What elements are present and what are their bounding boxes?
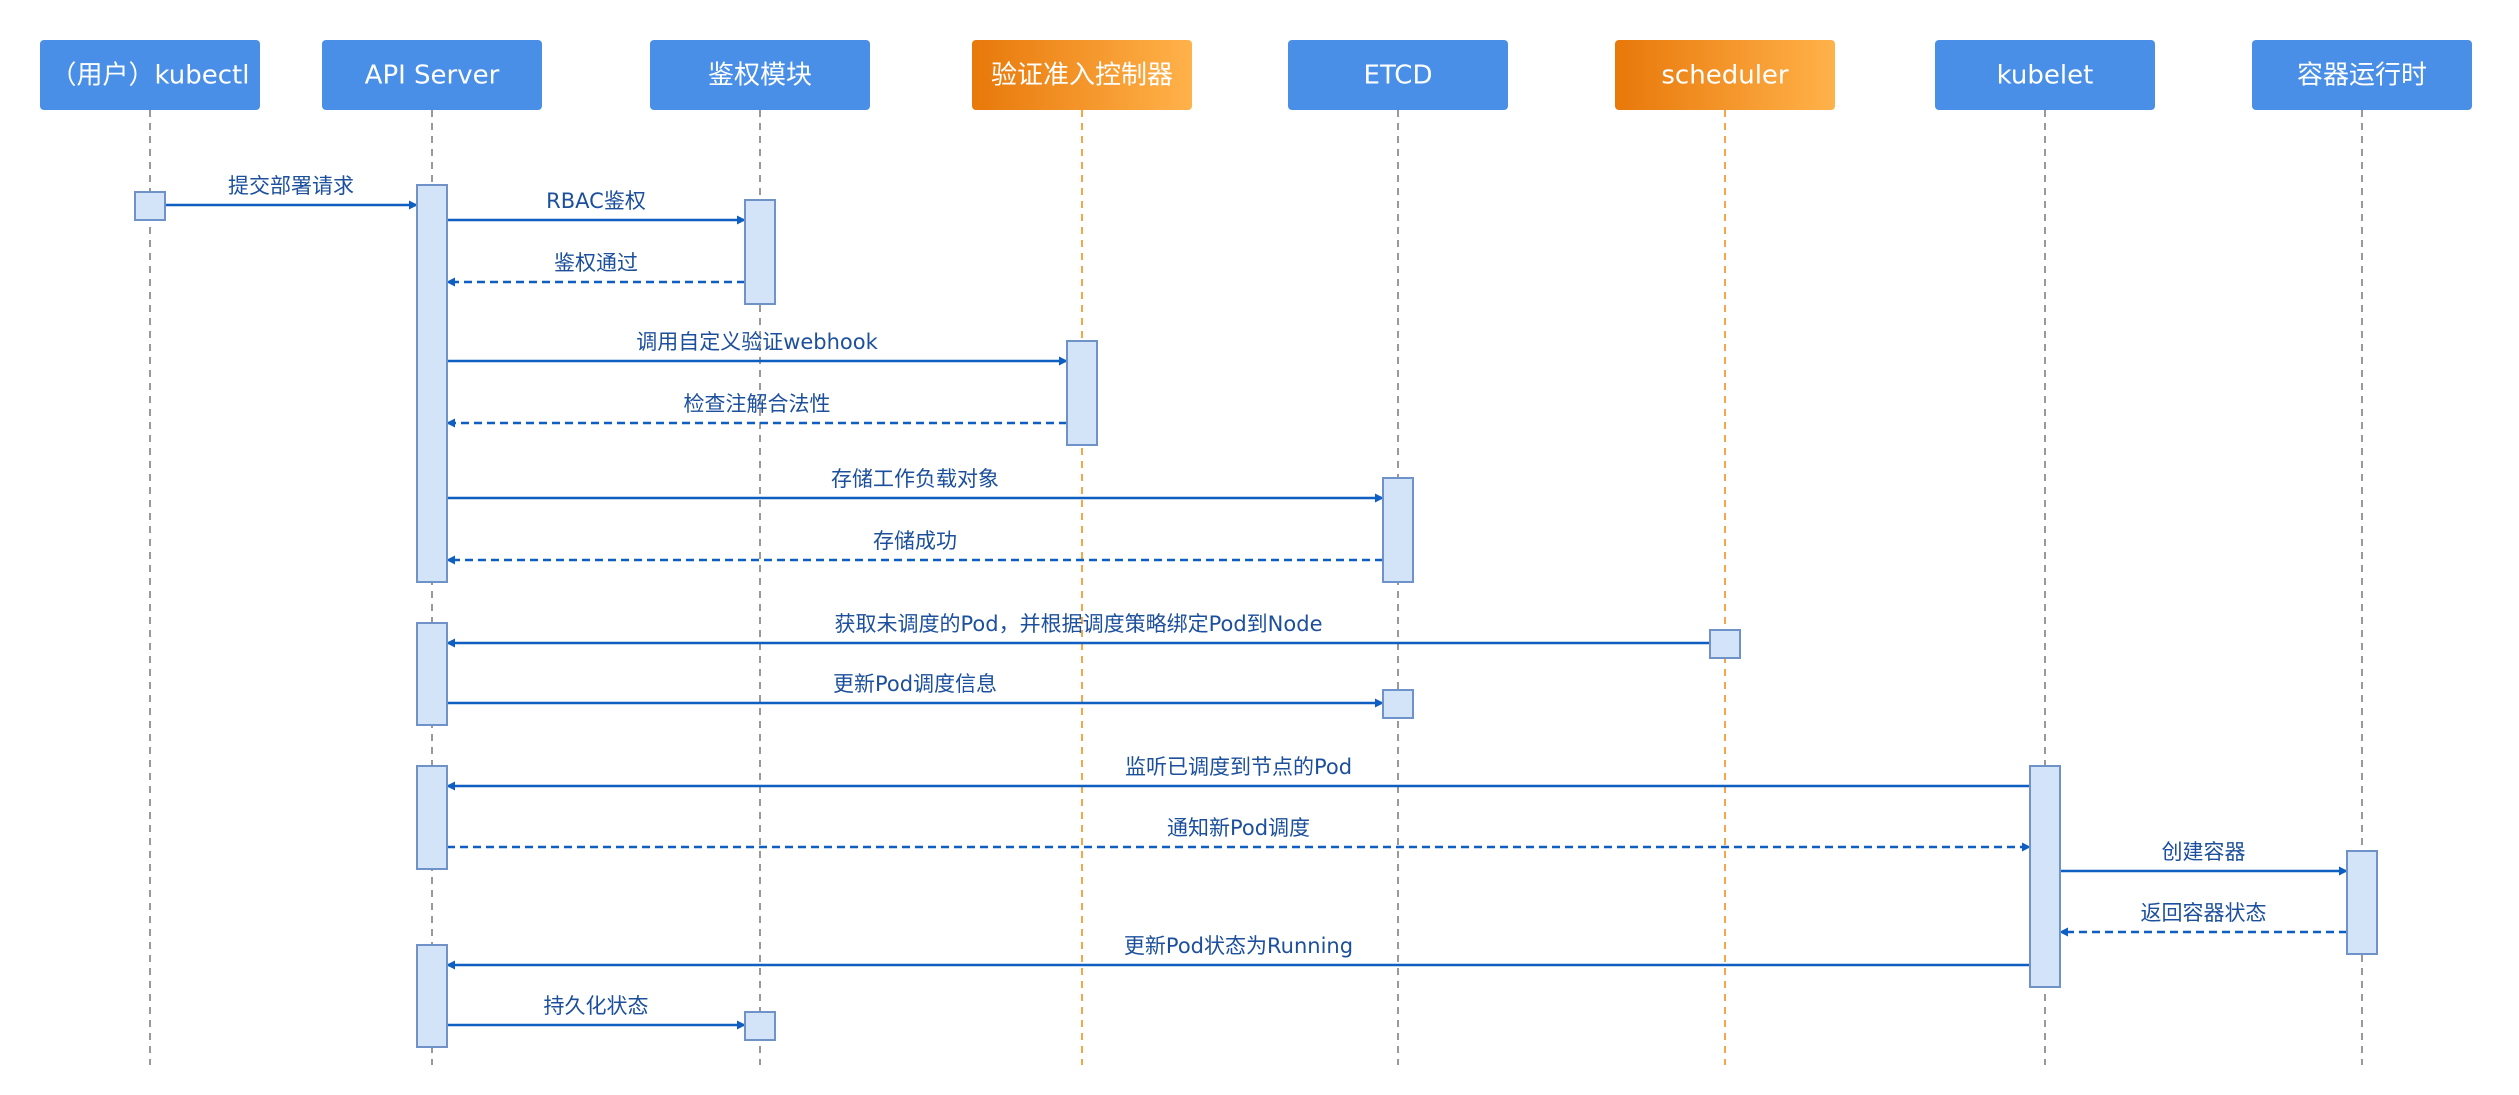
activation-bars <box>134 184 2378 1048</box>
activation-runtime-10 <box>2346 850 2378 955</box>
participant-label-kubelet: kubelet <box>1997 61 2094 91</box>
participant-runtime: 容器运行时 <box>2252 40 2472 110</box>
message-label-m15: 持久化状态 <box>544 994 649 1018</box>
participant-api: API Server <box>322 40 542 110</box>
message-label-m3: 鉴权通过 <box>554 251 638 275</box>
messages <box>165 200 2348 1030</box>
participant-etcd: ETCD <box>1288 40 1508 110</box>
participant-headers: （用户）kubectl API Server 鉴权模块 验证准入控制器 ETCD sche… <box>40 40 2472 110</box>
message-label-m14: 更新Pod状态为Running <box>1124 934 1353 958</box>
participant-box-auth <box>650 40 870 110</box>
activation-api-1 <box>416 184 448 583</box>
participant-scheduler: scheduler <box>1615 40 1835 110</box>
message-label-m4: 调用自定义验证webhook <box>636 330 878 354</box>
participant-box-etcd <box>1288 40 1508 110</box>
message-label-m11: 通知新Pod调度 <box>1167 816 1310 840</box>
activation-auth-12 <box>744 1011 776 1041</box>
participant-label-api: API Server <box>365 61 500 91</box>
participant-auth: 鉴权模块 <box>650 40 870 110</box>
message-label-m7: 存储成功 <box>873 529 957 553</box>
participant-admission: 验证准入控制器 <box>972 40 1192 110</box>
message-label-m13: 返回容器状态 <box>2141 901 2267 925</box>
message-label-m2: RBAC鉴权 <box>546 189 646 213</box>
message-label-m9: 更新Pod调度信息 <box>833 672 997 696</box>
message-label-m1: 提交部署请求 <box>228 174 354 198</box>
participant-label-auth: 鉴权模块 <box>708 61 812 91</box>
message-label-m5: 检查注解合法性 <box>684 392 831 416</box>
activation-etcd-4 <box>1382 477 1414 583</box>
activation-api-6 <box>416 622 448 726</box>
participant-box-scheduler <box>1615 40 1835 110</box>
activation-scheduler-5 <box>1709 629 1741 659</box>
participant-box-kubectl <box>40 40 260 110</box>
participant-label-scheduler: scheduler <box>1661 61 1789 91</box>
participant-label-etcd: ETCD <box>1364 61 1433 91</box>
participant-box-admission <box>972 40 1192 110</box>
participant-kubectl: （用户）kubectl <box>40 40 260 110</box>
message-label-m12: 创建容器 <box>2162 840 2246 864</box>
activation-admission-3 <box>1066 340 1098 446</box>
activation-kubelet-9 <box>2029 765 2061 988</box>
participant-label-kubectl: （用户）kubectl <box>51 61 250 91</box>
participant-box-kubelet <box>1935 40 2155 110</box>
participant-box-runtime <box>2252 40 2472 110</box>
activation-api-8 <box>416 765 448 870</box>
activation-auth-2 <box>744 199 776 305</box>
activation-etcd-7 <box>1382 689 1414 719</box>
activation-kubectl-0 <box>134 191 166 221</box>
participant-label-runtime: 容器运行时 <box>2297 61 2427 91</box>
participant-box-api <box>322 40 542 110</box>
participant-kubelet: kubelet <box>1935 40 2155 110</box>
activation-api-11 <box>416 944 448 1048</box>
message-label-m10: 监听已调度到节点的Pod <box>1125 755 1352 779</box>
message-label-m8: 获取未调度的Pod，并根据调度策略绑定Pod到Node <box>835 612 1323 636</box>
participant-label-admission: 验证准入控制器 <box>991 61 1173 91</box>
message-label-m6: 存储工作负载对象 <box>831 467 999 491</box>
